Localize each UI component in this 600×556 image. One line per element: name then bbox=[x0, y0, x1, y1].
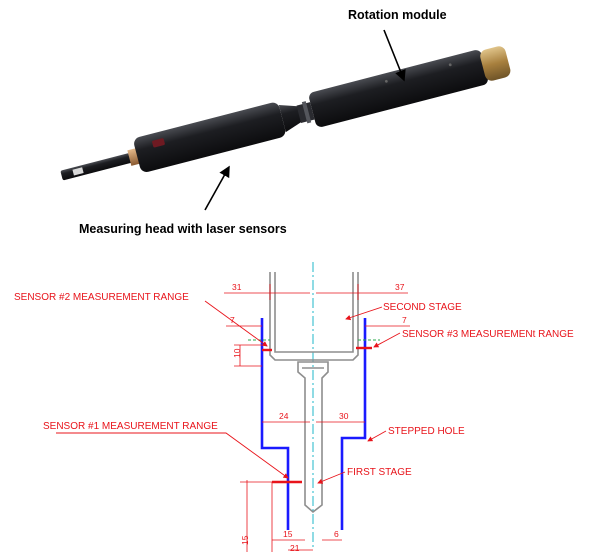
dim-37: 37 bbox=[395, 282, 405, 292]
dim-7-left: 7 bbox=[230, 315, 235, 325]
sensor2-leader bbox=[204, 300, 268, 347]
probe-tip-shaft bbox=[60, 153, 133, 181]
probe-joint-ring bbox=[301, 101, 312, 124]
stepped-hole-label: STEPPED HOLE bbox=[388, 426, 465, 437]
probe-neck bbox=[278, 104, 302, 133]
probe-photo bbox=[60, 46, 511, 181]
probe-cup-inner bbox=[274, 272, 354, 353]
second-stage-label: SECOND STAGE bbox=[383, 302, 462, 313]
dim-24: 24 bbox=[279, 411, 289, 421]
second-stage-leader bbox=[345, 306, 383, 321]
rotation-module-screw bbox=[448, 63, 452, 67]
first-stage-leader bbox=[317, 471, 346, 484]
sensor-beams bbox=[262, 346, 372, 484]
first-stage-label: FIRST STAGE bbox=[347, 467, 412, 478]
head-leader-arrow bbox=[204, 165, 230, 211]
dim-15-side: 15 bbox=[240, 535, 250, 545]
dim-6: 6 bbox=[334, 529, 339, 539]
probe-cup bbox=[269, 272, 359, 514]
rotation-leader-arrow bbox=[383, 29, 406, 82]
sensor1-leader bbox=[56, 432, 289, 479]
dim-30: 30 bbox=[339, 411, 349, 421]
stepped-hole-leader bbox=[367, 430, 387, 442]
dim-10: 10 bbox=[232, 348, 242, 358]
brass-end-cap bbox=[480, 46, 511, 81]
sensor3-leader bbox=[373, 332, 401, 348]
stepped-hole-left bbox=[260, 318, 290, 530]
dimension-lines bbox=[224, 284, 410, 552]
rotation-module-screw bbox=[384, 79, 388, 83]
probe-tip-marking bbox=[72, 167, 84, 176]
sensor3-label: SENSOR #3 MEASUREMENt RANGE bbox=[402, 329, 574, 340]
dim-7-right: 7 bbox=[402, 315, 407, 325]
probe-stem bbox=[297, 361, 329, 514]
sensor1-label: SENSOR #1 MEASUREMENT RANGE bbox=[43, 421, 218, 432]
sensor2-label: SENSOR #2 MEASUREMENT RANGE bbox=[14, 292, 189, 303]
callout-leaders bbox=[56, 300, 401, 484]
dim-15-bottom: 15 bbox=[283, 529, 293, 539]
measuring-head-body bbox=[134, 102, 286, 172]
stepped-hole-outline bbox=[260, 318, 367, 530]
rotation-module-body bbox=[309, 50, 488, 127]
stepped-hole-right bbox=[340, 318, 367, 530]
dim-21: 21 bbox=[290, 543, 300, 553]
dim-31: 31 bbox=[232, 282, 242, 292]
rotation-module-label: Rotation module bbox=[348, 8, 447, 22]
probe-cup-outline bbox=[269, 272, 359, 361]
laser-window bbox=[152, 138, 165, 148]
measuring-head-label: Measuring head with laser sensors bbox=[79, 222, 287, 236]
